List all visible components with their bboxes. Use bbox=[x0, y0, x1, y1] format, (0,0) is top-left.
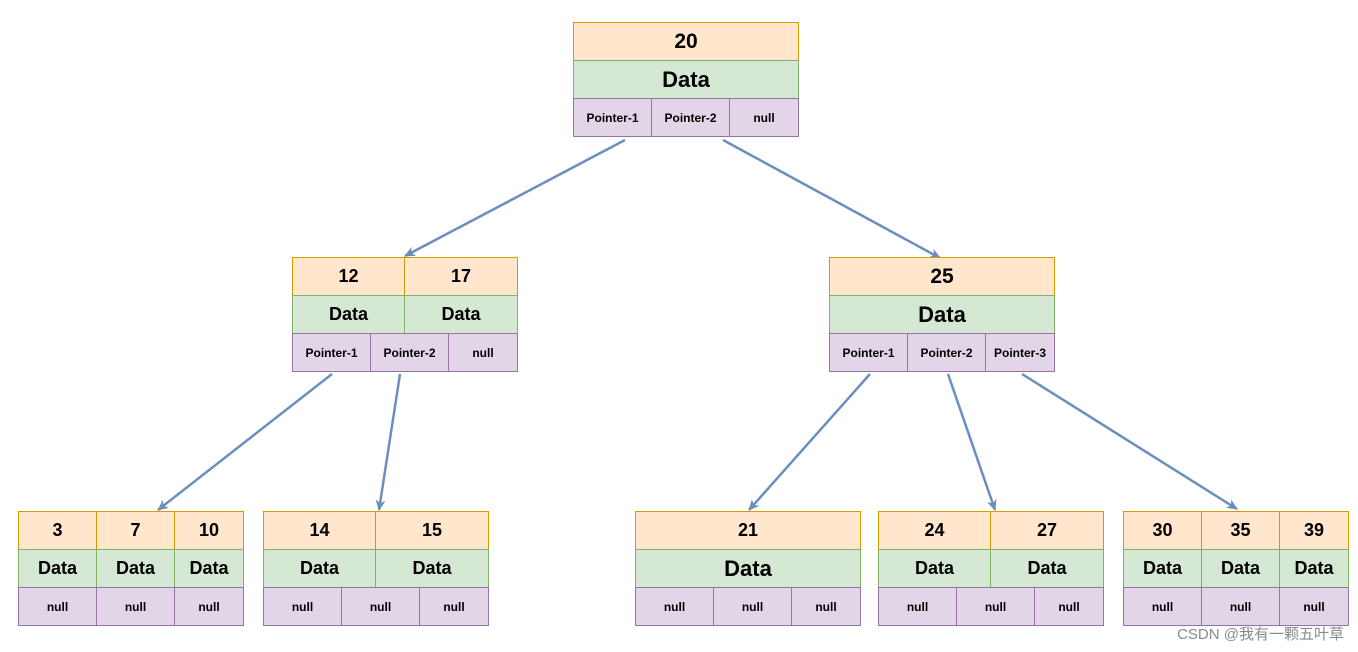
pointer-row: Pointer-1 Pointer-2 null bbox=[573, 98, 799, 137]
data-cell: Data bbox=[404, 295, 518, 334]
data-cell: Data bbox=[829, 295, 1055, 334]
key-row: 25 bbox=[829, 257, 1055, 296]
pointer-cell: null bbox=[174, 587, 244, 626]
edge-root-to-left bbox=[404, 138, 626, 258]
key-cell: 15 bbox=[375, 511, 489, 550]
tree-node-leaf-1: 3 7 10 Data Data Data null null null bbox=[18, 511, 244, 626]
edge-right-to-leaf3 bbox=[748, 373, 871, 511]
data-row: Data Data Data bbox=[1123, 549, 1349, 588]
pointer-cell: null bbox=[18, 587, 97, 626]
key-cell: 24 bbox=[878, 511, 991, 550]
pointer-row: null null null bbox=[635, 587, 861, 626]
key-row: 30 35 39 bbox=[1123, 511, 1349, 550]
tree-node-leaf-4: 24 27 Data Data null null null bbox=[878, 511, 1104, 626]
pointer-cell: null bbox=[791, 587, 861, 626]
key-cell: 27 bbox=[990, 511, 1104, 550]
data-row: Data bbox=[635, 549, 861, 588]
key-cell: 35 bbox=[1201, 511, 1280, 550]
key-row: 3 7 10 bbox=[18, 511, 244, 550]
watermark: CSDN @我有一颗五叶草 bbox=[1177, 626, 1344, 643]
data-row: Data Data bbox=[878, 549, 1104, 588]
pointer-cell: null bbox=[419, 587, 489, 626]
pointer-cell: null bbox=[1123, 587, 1202, 626]
key-row: 24 27 bbox=[878, 511, 1104, 550]
pointer-row: null null null bbox=[878, 587, 1104, 626]
pointer-cell: null bbox=[341, 587, 420, 626]
pointer-cell: null bbox=[635, 587, 714, 626]
data-row: Data bbox=[829, 295, 1055, 334]
data-row: Data Data Data bbox=[18, 549, 244, 588]
key-cell: 21 bbox=[635, 511, 861, 550]
key-cell: 30 bbox=[1123, 511, 1202, 550]
data-cell: Data bbox=[263, 549, 376, 588]
data-cell: Data bbox=[635, 549, 861, 588]
key-row: 14 15 bbox=[263, 511, 489, 550]
pointer-cell: Pointer-1 bbox=[573, 98, 652, 137]
key-cell: 10 bbox=[174, 511, 244, 550]
edge-right-to-leaf4 bbox=[946, 373, 997, 511]
pointer-cell: null bbox=[1201, 587, 1280, 626]
data-cell: Data bbox=[1201, 549, 1280, 588]
pointer-cell: null bbox=[448, 333, 518, 372]
pointer-cell: null bbox=[96, 587, 175, 626]
pointer-cell: null bbox=[956, 587, 1035, 626]
pointer-row: null null null bbox=[263, 587, 489, 626]
key-cell: 39 bbox=[1279, 511, 1349, 550]
pointer-cell: Pointer-2 bbox=[370, 333, 449, 372]
pointer-cell: null bbox=[878, 587, 957, 626]
tree-node-leaf-5: 30 35 39 Data Data Data null null null bbox=[1123, 511, 1349, 626]
tree-node-left: 12 17 Data Data Pointer-1 Pointer-2 null bbox=[292, 257, 518, 372]
edge-left-to-leaf2 bbox=[375, 373, 402, 511]
pointer-cell: null bbox=[263, 587, 342, 626]
key-cell: 17 bbox=[404, 257, 518, 296]
key-row: 12 17 bbox=[292, 257, 518, 296]
key-row: 21 bbox=[635, 511, 861, 550]
key-cell: 12 bbox=[292, 257, 405, 296]
pointer-cell: Pointer-3 bbox=[985, 333, 1055, 372]
pointer-cell: Pointer-1 bbox=[292, 333, 371, 372]
data-cell: Data bbox=[174, 549, 244, 588]
edge-right-to-leaf5 bbox=[1021, 372, 1238, 511]
data-cell: Data bbox=[878, 549, 991, 588]
pointer-cell: null bbox=[713, 587, 792, 626]
edge-root-to-right bbox=[722, 138, 941, 260]
tree-node-root: 20 Data Pointer-1 Pointer-2 null bbox=[573, 22, 799, 137]
tree-node-leaf-3: 21 Data null null null bbox=[635, 511, 861, 626]
key-cell: 25 bbox=[829, 257, 1055, 296]
data-cell: Data bbox=[292, 295, 405, 334]
edge-left-to-leaf1 bbox=[157, 373, 333, 511]
key-cell: 3 bbox=[18, 511, 97, 550]
pointer-cell: Pointer-2 bbox=[651, 98, 730, 137]
pointer-row: null null null bbox=[18, 587, 244, 626]
data-cell: Data bbox=[375, 549, 489, 588]
pointer-row: Pointer-1 Pointer-2 Pointer-3 bbox=[829, 333, 1055, 372]
data-cell: Data bbox=[1279, 549, 1349, 588]
pointer-cell: null bbox=[1034, 587, 1104, 626]
pointer-cell: Pointer-1 bbox=[829, 333, 908, 372]
pointer-cell: Pointer-2 bbox=[907, 333, 986, 372]
data-row: Data bbox=[573, 60, 799, 99]
data-cell: Data bbox=[18, 549, 97, 588]
data-row: Data Data bbox=[263, 549, 489, 588]
tree-node-right: 25 Data Pointer-1 Pointer-2 Pointer-3 bbox=[829, 257, 1055, 372]
data-cell: Data bbox=[96, 549, 175, 588]
pointer-cell: null bbox=[729, 98, 799, 137]
key-cell: 7 bbox=[96, 511, 175, 550]
pointer-cell: null bbox=[1279, 587, 1349, 626]
tree-node-leaf-2: 14 15 Data Data null null null bbox=[263, 511, 489, 626]
data-cell: Data bbox=[990, 549, 1104, 588]
pointer-row: Pointer-1 Pointer-2 null bbox=[292, 333, 518, 372]
key-cell: 14 bbox=[263, 511, 376, 550]
data-cell: Data bbox=[1123, 549, 1202, 588]
key-cell: 20 bbox=[573, 22, 799, 61]
data-row: Data Data bbox=[292, 295, 518, 334]
data-cell: Data bbox=[573, 60, 799, 99]
pointer-row: null null null bbox=[1123, 587, 1349, 626]
key-row: 20 bbox=[573, 22, 799, 61]
